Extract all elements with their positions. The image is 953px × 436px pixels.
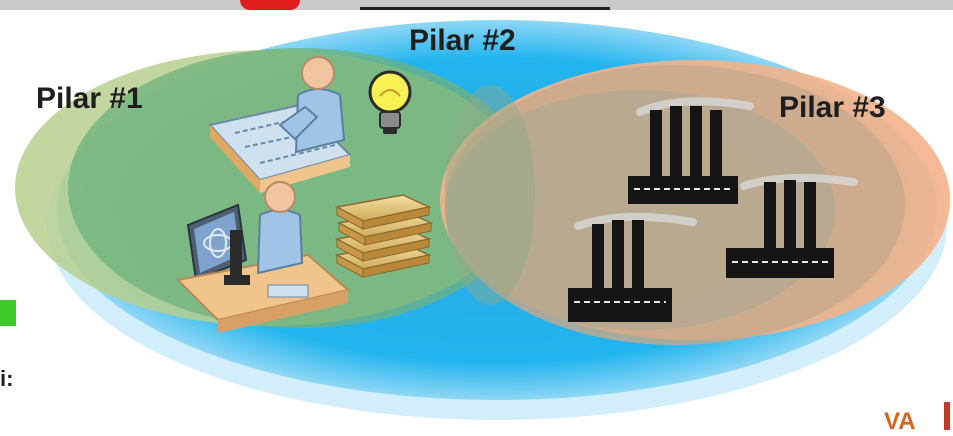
pillar-1-label: Pilar #1	[36, 82, 143, 115]
factory-icon	[568, 212, 697, 322]
pillar-3-label: Pilar #3	[779, 91, 886, 124]
dark-underline-fragment	[360, 7, 610, 10]
factory-icon	[628, 97, 754, 204]
scientist-with-microscope-icon	[175, 181, 351, 333]
green-marker	[0, 300, 16, 326]
overlap-region	[445, 85, 535, 305]
lightbulb-icon	[368, 70, 412, 134]
stack-of-books-icon	[334, 194, 434, 278]
red-circle-fragment	[240, 0, 300, 10]
factory-icon	[726, 173, 858, 278]
top-toolbar-strip	[0, 0, 953, 10]
pillar-2-label: Pilar #2	[409, 24, 516, 57]
red-marker	[944, 402, 950, 430]
right-text-fragment: VA	[884, 408, 916, 435]
left-text-fragment: i:	[0, 366, 14, 391]
